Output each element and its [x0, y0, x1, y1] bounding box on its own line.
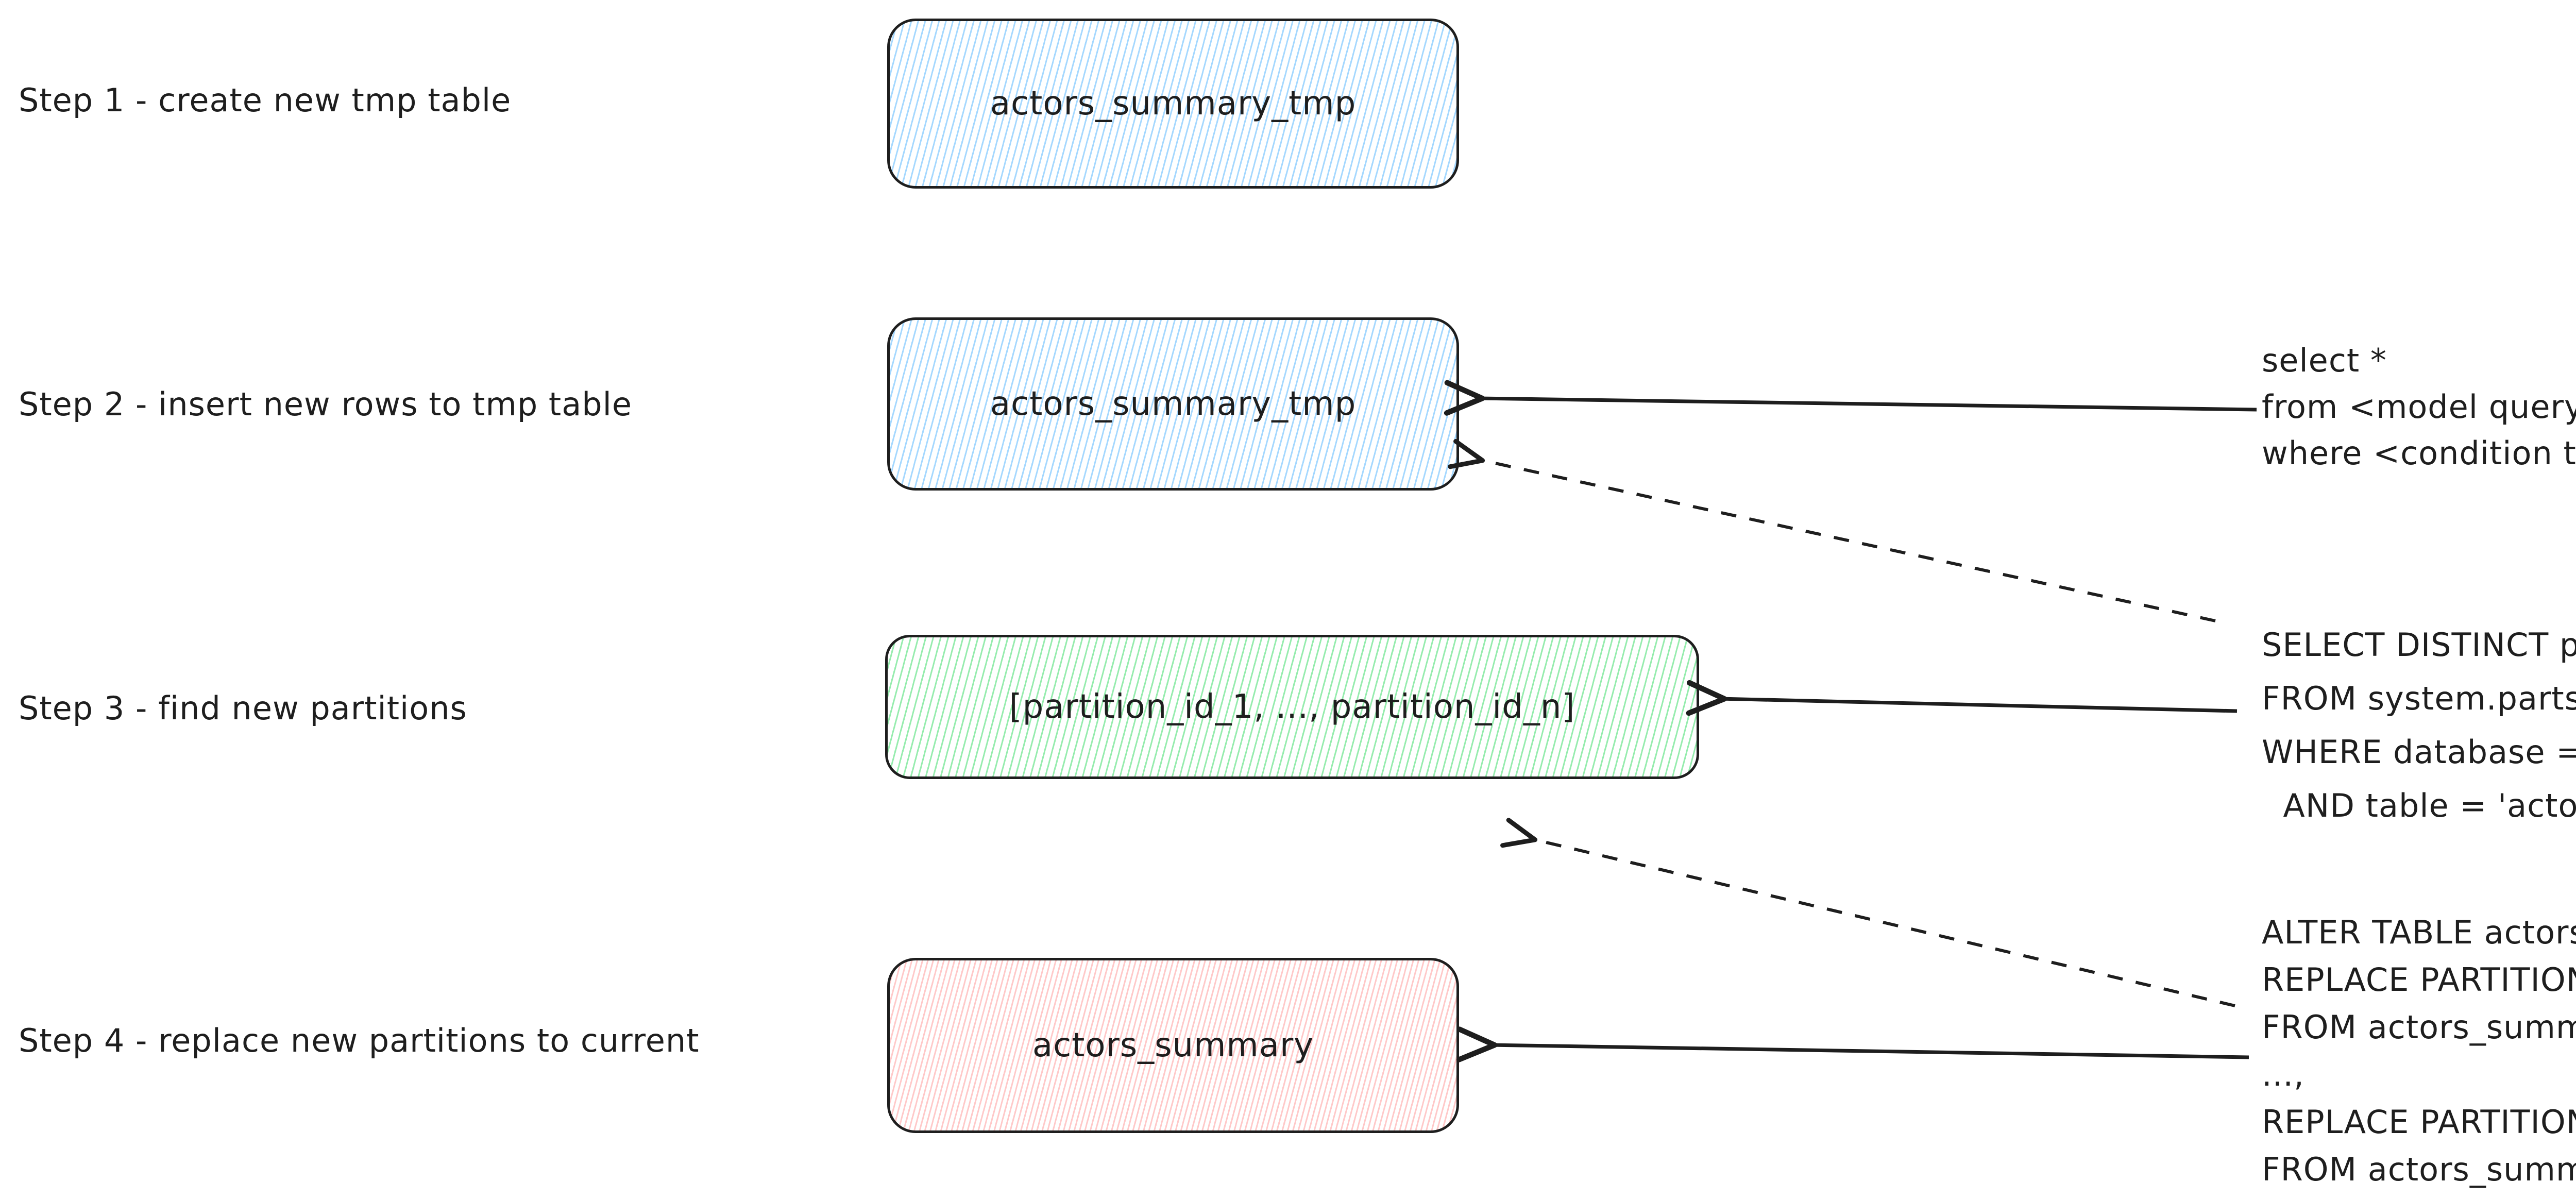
node-current-table: actors_summary [887, 958, 1459, 1133]
dashed-arrow-replace-query-to-partitions-list [1500, 818, 2235, 1007]
partitions-query-annotation: SELECT DISTINCT partition_id FROM system… [2262, 618, 2576, 833]
step1-label: Step 1 - create new tmp table [19, 81, 512, 119]
node-tmp-table-step2: actors_summary_tmp [887, 317, 1459, 491]
sql-line: AND table = 'actors_summary_tmp' [2283, 787, 2576, 824]
node-tmp-table-step1: actors_summary_tmp [887, 19, 1459, 189]
sql-line: where <condition to identify new> [2262, 434, 2576, 472]
sql-line: select * [2262, 342, 2387, 379]
arrow-partitions-query-to-list [1686, 680, 2238, 716]
node-partitions-list: [partition_id_1, ..., partition_id_n] [885, 635, 1699, 779]
sql-line: ..., [2262, 1056, 2304, 1093]
sql-line: from <model query> [2262, 388, 2576, 426]
insert-query-annotation: select * from <model query> where <condi… [2262, 337, 2576, 477]
sql-line: FROM actors_summary_tmp, [2262, 1151, 2576, 1188]
replace-query-annotation: ALTER TABLE actors_summary REPLACE PARTI… [2262, 909, 2576, 1193]
arrow-insert-to-tmp-table [1444, 380, 2257, 416]
arrow-replace-query-to-current [1456, 1026, 2249, 1062]
node-tmp-table-step1-label: actors_summary_tmp [990, 85, 1357, 123]
node-current-table-label: actors_summary [1032, 1026, 1314, 1065]
sql-line: FROM actors_summary_tmp, [2262, 1008, 2576, 1046]
node-partitions-list-label: [partition_id_1, ..., partition_id_n] [1009, 688, 1575, 726]
sql-line: REPLACE PARTITION partition_id_n [2262, 1103, 2576, 1141]
step3-label: Step 3 - find new partitions [19, 689, 467, 727]
node-tmp-table-step2-label: actors_summary_tmp [990, 385, 1357, 423]
step2-label: Step 2 - insert new rows to tmp table [19, 385, 632, 423]
sql-line: REPLACE PARTITION partition_id_1 [2262, 961, 2576, 999]
sql-line: ALTER TABLE actors_summary [2262, 914, 2576, 951]
sql-line: WHERE database = <database> [2262, 733, 2576, 771]
step4-label: Step 4 - replace new partitions to curre… [19, 1022, 700, 1059]
sql-line: FROM system.parts [2262, 680, 2576, 717]
sql-line: SELECT DISTINCT partition_id [2262, 626, 2576, 664]
dashed-arrow-partitions-query-to-tmp-table [1448, 438, 2216, 622]
